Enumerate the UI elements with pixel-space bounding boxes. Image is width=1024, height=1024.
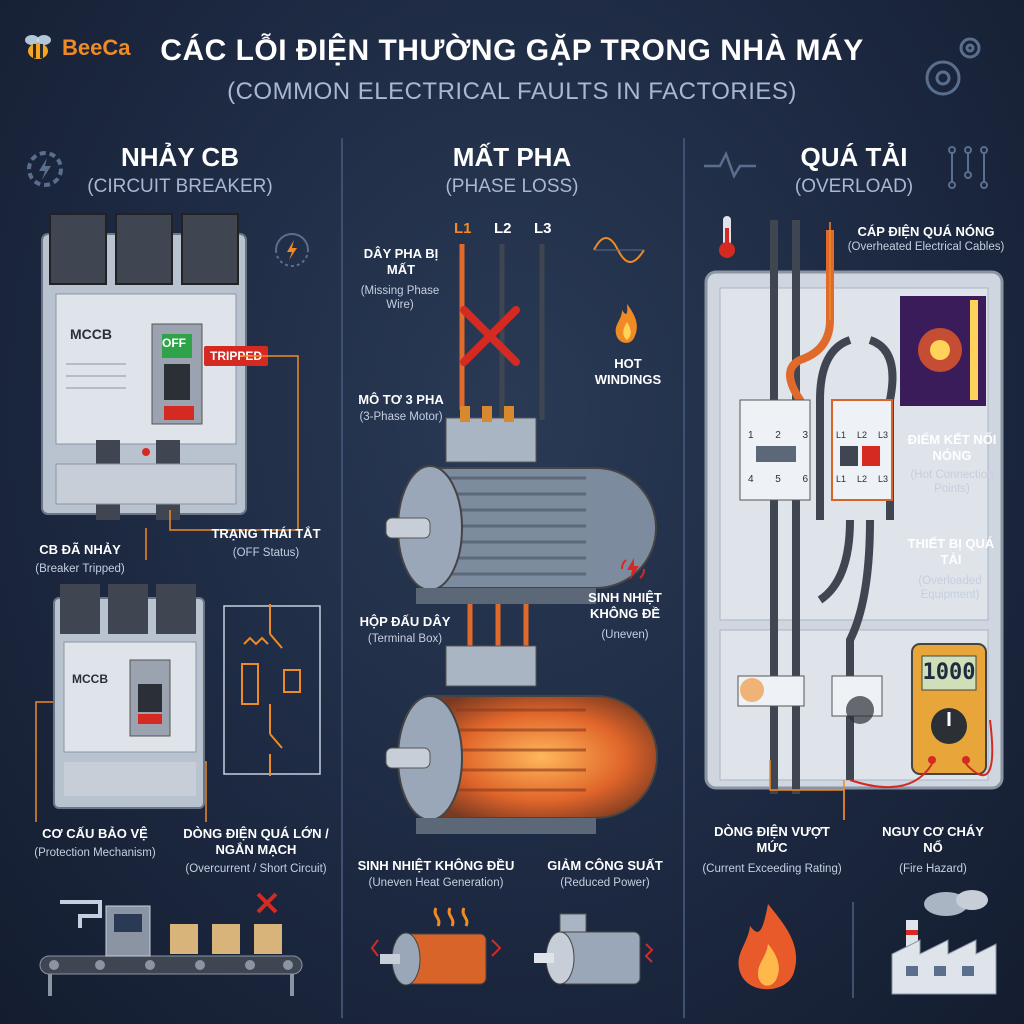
terminal-r-l1b: L1 — [836, 474, 847, 484]
mccb-secondary-device — [53, 584, 205, 809]
hot-points-label: ĐIỂM KẾT NỐI NÓNG — [907, 432, 997, 464]
missing-phase-sub: (Missing Phase Wire) — [360, 285, 440, 312]
flame-icon-small — [615, 304, 637, 343]
contactor-right-bottom: L1 L2 L3 — [836, 474, 888, 484]
uneven-heat-sub: (Uneven Heat Generation) — [368, 877, 504, 889]
protection-label: CƠ CẤU BẢO VỆ — [42, 826, 148, 841]
thermometer-icon — [719, 216, 735, 258]
page-title: CÁC LỖI ĐIỆN THƯỜNG GẶP TRONG NHÀ MÁY — [160, 34, 864, 67]
gear-bolt-icon — [27, 151, 63, 187]
terminal-6: 6 — [802, 474, 808, 485]
pulse-icon — [704, 150, 756, 179]
hot-points-sub: (Hot Connection Points) — [910, 469, 994, 496]
uneven-sub: (Uneven) — [601, 629, 649, 641]
wire-label-l2: L2 — [494, 220, 512, 237]
electrical-panel — [704, 220, 1004, 794]
conveyor-line-icon — [39, 892, 303, 996]
terminal-4: 4 — [748, 474, 754, 485]
uneven-heat-label: SINH NHIỆT KHÔNG ĐỀU — [357, 858, 515, 873]
tripped-tag: TRIPPED — [204, 346, 269, 366]
fire-icon — [738, 904, 797, 990]
fire-sub: (Fire Hazard) — [899, 863, 967, 875]
bolt-circle-icon — [275, 233, 309, 267]
hot-motor-icon — [370, 907, 502, 986]
low-power-motor-icon — [534, 913, 654, 985]
motor-label: MÔ TƠ 3 PHA — [358, 392, 444, 407]
hot-windings-label: HOT WINDINGS — [594, 356, 662, 388]
page-subtitle: (COMMON ELECTRICAL FAULTS IN FACTORIES) — [227, 78, 797, 105]
terminal-r-l1: L1 — [836, 430, 847, 440]
off-status-sub: (OFF Status) — [232, 547, 300, 559]
exceed-sub: (Current Exceeding Rating) — [702, 863, 842, 875]
overheating-motor — [385, 645, 658, 834]
terminal-5: 5 — [775, 474, 781, 485]
contactor-left-bottom: 4 5 6 — [748, 474, 808, 485]
warning-bolt-icon — [621, 558, 645, 580]
protection-sub: (Protection Mechanism) — [34, 847, 156, 859]
overload-section-title: QUÁ TẢI — [800, 142, 908, 172]
phase-section-subtitle: (PHASE LOSS) — [445, 176, 579, 197]
overload-section-subtitle: (OVERLOAD) — [794, 176, 914, 197]
protection-schematic — [223, 604, 321, 776]
missing-phase-label: DÂY PHA BỊ MẤT — [363, 246, 439, 278]
divider-right — [683, 138, 685, 1018]
overloaded-label: THIẾT BỊ QUÁ TẢI — [907, 536, 995, 568]
terminal-box-sub: (Terminal Box) — [367, 633, 443, 645]
cb-section-title: NHẢY CB — [121, 142, 239, 172]
bee-icon — [25, 35, 51, 59]
fire-label: NGUY CƠ CHÁY NỔ — [882, 824, 984, 856]
contactor-right-top: L1 L2 L3 — [836, 430, 888, 440]
wire-label-l3: L3 — [534, 220, 552, 237]
mccb-label: MCCB — [70, 326, 112, 342]
divider-left — [341, 138, 343, 1018]
off-status-label: TRẠNG THÁI TẮT — [211, 526, 321, 541]
contactor-left-top: 1 2 3 — [748, 430, 808, 441]
wire-label-l1: L1 — [454, 220, 472, 237]
three-phase-motor — [385, 406, 657, 604]
brand-name: BeeCa — [62, 35, 131, 60]
meter-reading: 1000 — [922, 660, 976, 685]
mccb2-label: MCCB — [72, 672, 108, 686]
circuit-icon — [948, 146, 988, 189]
reduced-power-sub: (Reduced Power) — [560, 877, 650, 889]
motor-sub: (3-Phase Motor) — [359, 411, 443, 423]
hot-cables-sub: (Overheated Electrical Cables) — [847, 241, 1005, 253]
terminal-1: 1 — [748, 430, 754, 441]
terminal-r-l3: L3 — [877, 430, 888, 440]
overload-callout-lines — [769, 222, 845, 820]
overloaded-sub: (Overloaded Equipment) — [918, 575, 982, 602]
tripped-label: CB ĐÃ NHẢY — [39, 542, 121, 557]
terminal-3: 3 — [802, 430, 808, 441]
terminal-r-l3b: L3 — [877, 474, 888, 484]
brand-logo: BeeCa — [22, 34, 130, 62]
factory-icon — [891, 890, 997, 995]
phase-section-title: MẤT PHA — [452, 142, 572, 172]
overcurrent-label: DÒNG ĐIỆN QUÁ LỚN / NGẮN MẠCH — [183, 826, 329, 858]
cb-section-subtitle: (CIRCUIT BREAKER) — [87, 176, 273, 197]
bottom-divider — [852, 902, 854, 998]
terminal-r-l2: L2 — [856, 430, 867, 440]
exceed-label: DÒNG ĐIỆN VƯỢT MỨC — [714, 824, 830, 856]
overcurrent-sub: (Overcurrent / Short Circuit) — [185, 863, 327, 875]
gears-icon — [925, 37, 981, 96]
mccb-tripped-device — [41, 213, 247, 520]
terminal-2: 2 — [775, 430, 781, 441]
off-indicator: OFF — [162, 336, 186, 350]
terminal-r-l2b: L2 — [856, 474, 867, 484]
wave-icon — [593, 237, 645, 263]
tripped-sub: (Breaker Tripped) — [35, 563, 125, 575]
reduced-power-label: GIẢM CÔNG SUẤT — [547, 858, 663, 873]
terminal-box-label: HỘP ĐẤU DÂY — [359, 614, 451, 629]
hot-cables-label: CÁP ĐIỆN QUÁ NÓNG — [857, 224, 995, 239]
uneven-label: SINH NHIỆT KHÔNG ĐỀ — [588, 590, 662, 622]
